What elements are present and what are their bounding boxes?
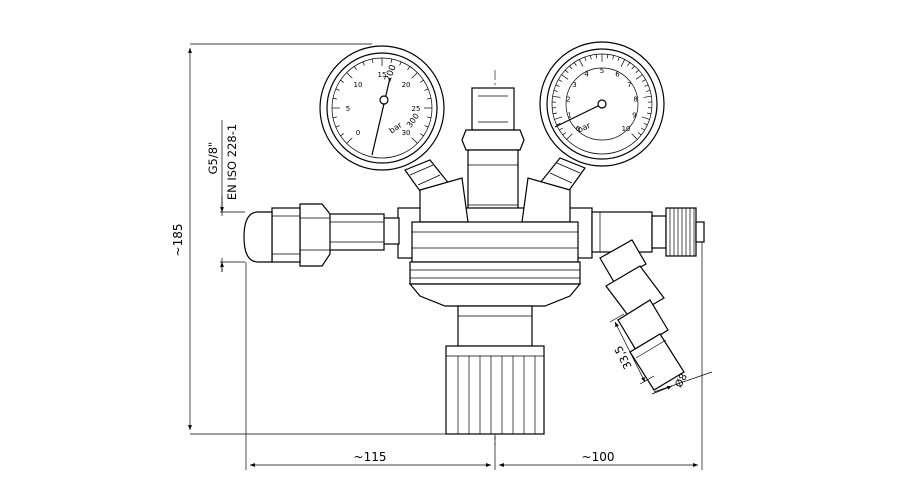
right_gauge-tick	[612, 55, 615, 60]
left_gauge-tick	[332, 97, 337, 100]
right_gauge-tick	[637, 132, 642, 136]
left_gauge-tick-label: 10	[353, 81, 362, 89]
top-outlet	[461, 87, 525, 223]
left_gauge-tick	[335, 88, 340, 91]
right_gauge-tick-label: 2	[566, 96, 570, 104]
right_gauge-tick	[584, 56, 587, 61]
left_gauge-tick	[399, 61, 402, 66]
left_gauge-tick	[407, 66, 411, 70]
right_gauge-tick	[578, 59, 584, 67]
right_gauge-tick-label: 9	[632, 112, 636, 120]
right_gauge-tick	[566, 133, 573, 140]
right_gauge-tick	[559, 127, 563, 131]
hose-diameter-label: Ø8	[673, 371, 690, 389]
right_gauge-tick	[631, 133, 638, 140]
left-gauge-needle	[371, 77, 391, 156]
right_gauge-tick	[554, 116, 563, 120]
width-dimensions: ~115 ~100	[245, 240, 703, 470]
left_gauge-tick-label: 25	[412, 105, 421, 113]
right_gauge-tick	[561, 74, 569, 80]
left_gauge-tick	[424, 125, 429, 128]
left_gauge-tick	[353, 66, 357, 70]
right_gauge-tick	[641, 79, 646, 82]
right_gauge-tick-label: 5	[600, 67, 604, 75]
right_gauge-tick	[643, 95, 652, 98]
height-dimension-label: ~185	[171, 224, 185, 257]
left_gauge-tick	[362, 61, 365, 66]
adjusting-knob	[445, 345, 545, 435]
right_gauge-tick	[647, 112, 652, 115]
right_gauge-tick-label: 10	[622, 125, 631, 133]
thread-dimension: G5/8" EN ISO 228-1	[206, 120, 245, 272]
left_gauge-tick	[340, 133, 344, 137]
right_gauge-tick	[635, 69, 639, 74]
left_gauge-tick	[411, 137, 418, 144]
right-width-label: ~100	[582, 450, 615, 464]
right_gauge-tick	[552, 112, 557, 115]
right_gauge-tick-label: 6	[615, 71, 620, 79]
left_gauge-tick	[346, 72, 353, 79]
left_gauge-tick	[420, 133, 424, 137]
right_gauge-tick	[627, 62, 631, 66]
left_gauge-tick	[346, 137, 353, 144]
left_gauge-tick	[340, 79, 344, 83]
hose-length-label: 33,5	[612, 344, 635, 372]
outlet-valve	[591, 207, 705, 257]
left_gauge-tick	[427, 116, 432, 119]
right_gauge-tick	[635, 74, 643, 80]
left_gauge-tick-label: 20	[402, 81, 411, 89]
right_gauge-tick-label: 0	[576, 125, 580, 133]
right_gauge-tick	[562, 132, 567, 136]
right_gauge-tick	[644, 84, 649, 87]
right_gauge-tick	[565, 69, 569, 74]
right_gauge-tick	[589, 55, 592, 60]
inlet-connection	[243, 203, 400, 267]
left_gauge-tick-label: 5	[346, 105, 350, 113]
right_gauge-tick	[641, 116, 650, 120]
left_gauge-tick-label: 15	[378, 71, 387, 79]
right_gauge-tick-label: 7	[627, 81, 631, 89]
hose-connector	[599, 239, 685, 391]
left_gauge-tick	[390, 58, 393, 63]
right_gauge-tick	[646, 90, 651, 92]
left_gauge-tick	[371, 58, 374, 63]
right_gauge-tick-label: 8	[633, 96, 637, 104]
left-width-label: ~115	[354, 450, 387, 464]
right_gauge-tick	[641, 127, 645, 131]
right_gauge-tick-label: 3	[572, 81, 576, 89]
right_gauge-tick	[643, 122, 648, 126]
right_gauge-tick	[552, 95, 561, 98]
right_gauge-tick-label: 1	[567, 112, 571, 120]
right_gauge-tick	[573, 62, 577, 66]
right_gauge-tick	[558, 79, 563, 82]
right_gauge-tick	[556, 122, 561, 126]
left_gauge-tick	[420, 79, 424, 83]
left_gauge-tick-label: 30	[402, 129, 411, 137]
right_gauge-tick	[569, 65, 573, 70]
right_gauge-tick	[555, 84, 560, 87]
left_gauge-tick-label: 0	[356, 129, 360, 137]
thread-size-label: G5/8"	[206, 142, 220, 175]
right_gauge-tick	[617, 56, 620, 61]
left_gauge-tick	[332, 116, 337, 119]
left_gauge-tick	[335, 125, 340, 128]
left_gauge-tick	[427, 97, 432, 100]
thread-standard-label: EN ISO 228-1	[225, 124, 239, 200]
right-gauge-needle	[554, 103, 603, 128]
right_gauge-tick	[553, 90, 558, 92]
right_gauge-tick	[620, 59, 626, 67]
right_gauge-tick	[631, 65, 635, 70]
height-dimension: ~185	[171, 43, 446, 435]
left_gauge-tick	[424, 88, 429, 91]
right_gauge-tick-label: 4	[584, 71, 589, 79]
left_gauge-tick	[411, 72, 418, 79]
